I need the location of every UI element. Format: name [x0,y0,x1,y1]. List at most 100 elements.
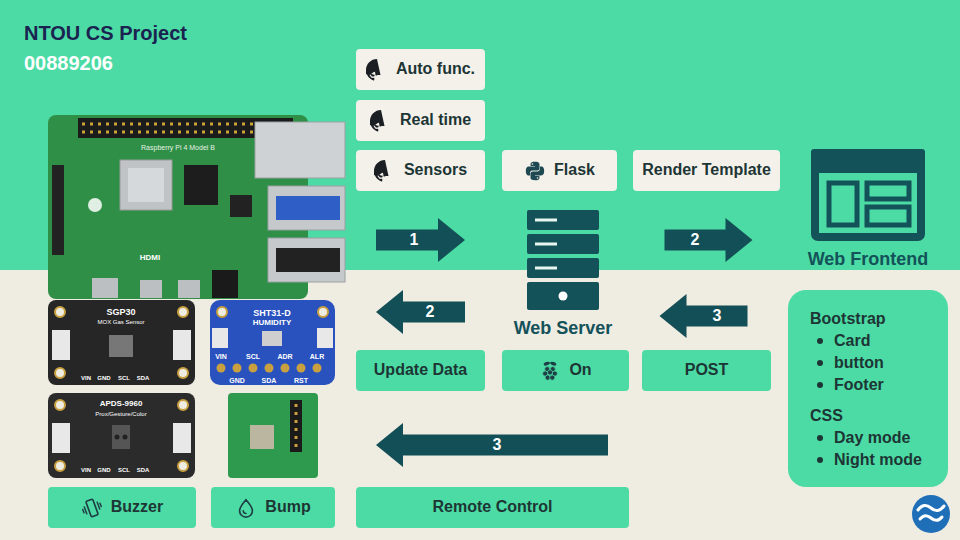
mount-hole [178,461,188,471]
github-mark [370,110,385,131]
board-text: HUMIDITY [253,319,292,327]
python-half [531,166,545,180]
logo-disc [912,495,950,533]
pin-label: RST [294,377,308,384]
list-item: Card [810,330,870,352]
soc-shield [120,160,172,210]
github-icon [374,160,396,182]
slide-title: NTOU CS Project [24,22,187,44]
pin-label: SDA [137,375,150,381]
pin-label: ADR [277,353,292,360]
server-light [559,292,568,301]
box-label: Sensors [404,161,467,179]
accelerometer-chip [250,425,274,449]
box-label: Bump [265,498,310,516]
github-mark [366,59,381,80]
github-icon [366,59,388,81]
action-box: POST [642,350,771,391]
sensor-chip [262,331,282,346]
chip-name: APDS-9960 [100,400,143,408]
pin-hole [249,364,258,373]
vibrate-phone-icon [81,497,103,519]
board-text: Raspberry Pi 4 Model B [141,144,215,151]
pin-label: SCL [246,353,260,360]
box-label: On [569,361,591,379]
mount-hole [178,400,188,410]
flow-arrow [376,218,465,262]
audio-jack [212,270,238,298]
mount-hole [318,307,328,317]
server-icon [527,210,599,310]
flow-arrow [660,294,748,338]
beige-band [0,270,960,540]
device-box: Bump [211,487,335,528]
server-unit [527,210,599,230]
server-slot [535,267,557,270]
box-label: Web Frontend [808,249,929,270]
page-column [829,183,857,225]
window-bar [811,149,925,173]
server-base [527,282,599,310]
server-node: Web Server [507,207,619,342]
box-label: Update Data [374,361,467,379]
pin-label: SDA [137,467,150,473]
mount-hole [217,307,227,317]
usbc-port [92,278,118,298]
server-unit [527,258,599,278]
stemma-connector [52,330,70,360]
callout-number: 2 [424,304,437,320]
box-label: Flask [554,161,595,179]
sensor-window [123,435,128,440]
mount-hole [55,368,65,378]
github-icon [370,110,392,132]
pin-label: SDA [262,377,277,384]
sensor-chip [109,335,133,357]
mount-hole [55,307,65,317]
callout-number: 2 [689,232,702,248]
leaf [550,361,557,366]
python-eye [532,163,534,165]
pin-header [290,400,302,452]
feature-box: Auto func. [356,49,485,90]
phone-body [85,498,98,516]
board-text: MOX Gas Sensor [97,319,144,325]
raspberry-pi-board [48,115,345,299]
pin-label: VIN [81,375,91,381]
usb-chip [230,195,252,217]
flow-arrow [665,218,753,262]
student-id: 00889206 [24,53,113,73]
pin-label: GND [229,377,245,384]
pcb [48,300,195,385]
mount-hole [178,368,188,378]
box-label: Remote Control [433,498,553,516]
pin-hole [297,364,306,373]
pcb [228,393,318,478]
pin-label: ALR [310,353,324,360]
list-item: Night mode [810,449,922,471]
process-box: Render Template [633,150,780,191]
mount-hole [55,461,65,471]
adxl-board [228,393,318,478]
stemma-connector [212,328,228,348]
usb2-insert [276,248,340,272]
box-label: Web Server [514,318,613,339]
pin-label: VIN [81,467,91,473]
sgp30-board [48,300,195,385]
list-item: Day mode [810,427,910,449]
pin-label: GND [97,375,110,381]
drupelet [550,375,555,380]
pcb [48,393,195,478]
drupelet [548,369,553,374]
pin-hole [313,364,322,373]
apds9960-board [48,393,195,478]
usb-port [268,186,345,230]
mount-hole [178,307,188,317]
box-label: Render Template [642,161,771,179]
pcb [210,300,335,385]
hdmi-port [140,280,162,298]
ram-chip [184,165,218,205]
logo-wave [918,505,944,510]
pin-label: VIN [215,353,227,360]
pin-label: SCL [118,375,130,381]
